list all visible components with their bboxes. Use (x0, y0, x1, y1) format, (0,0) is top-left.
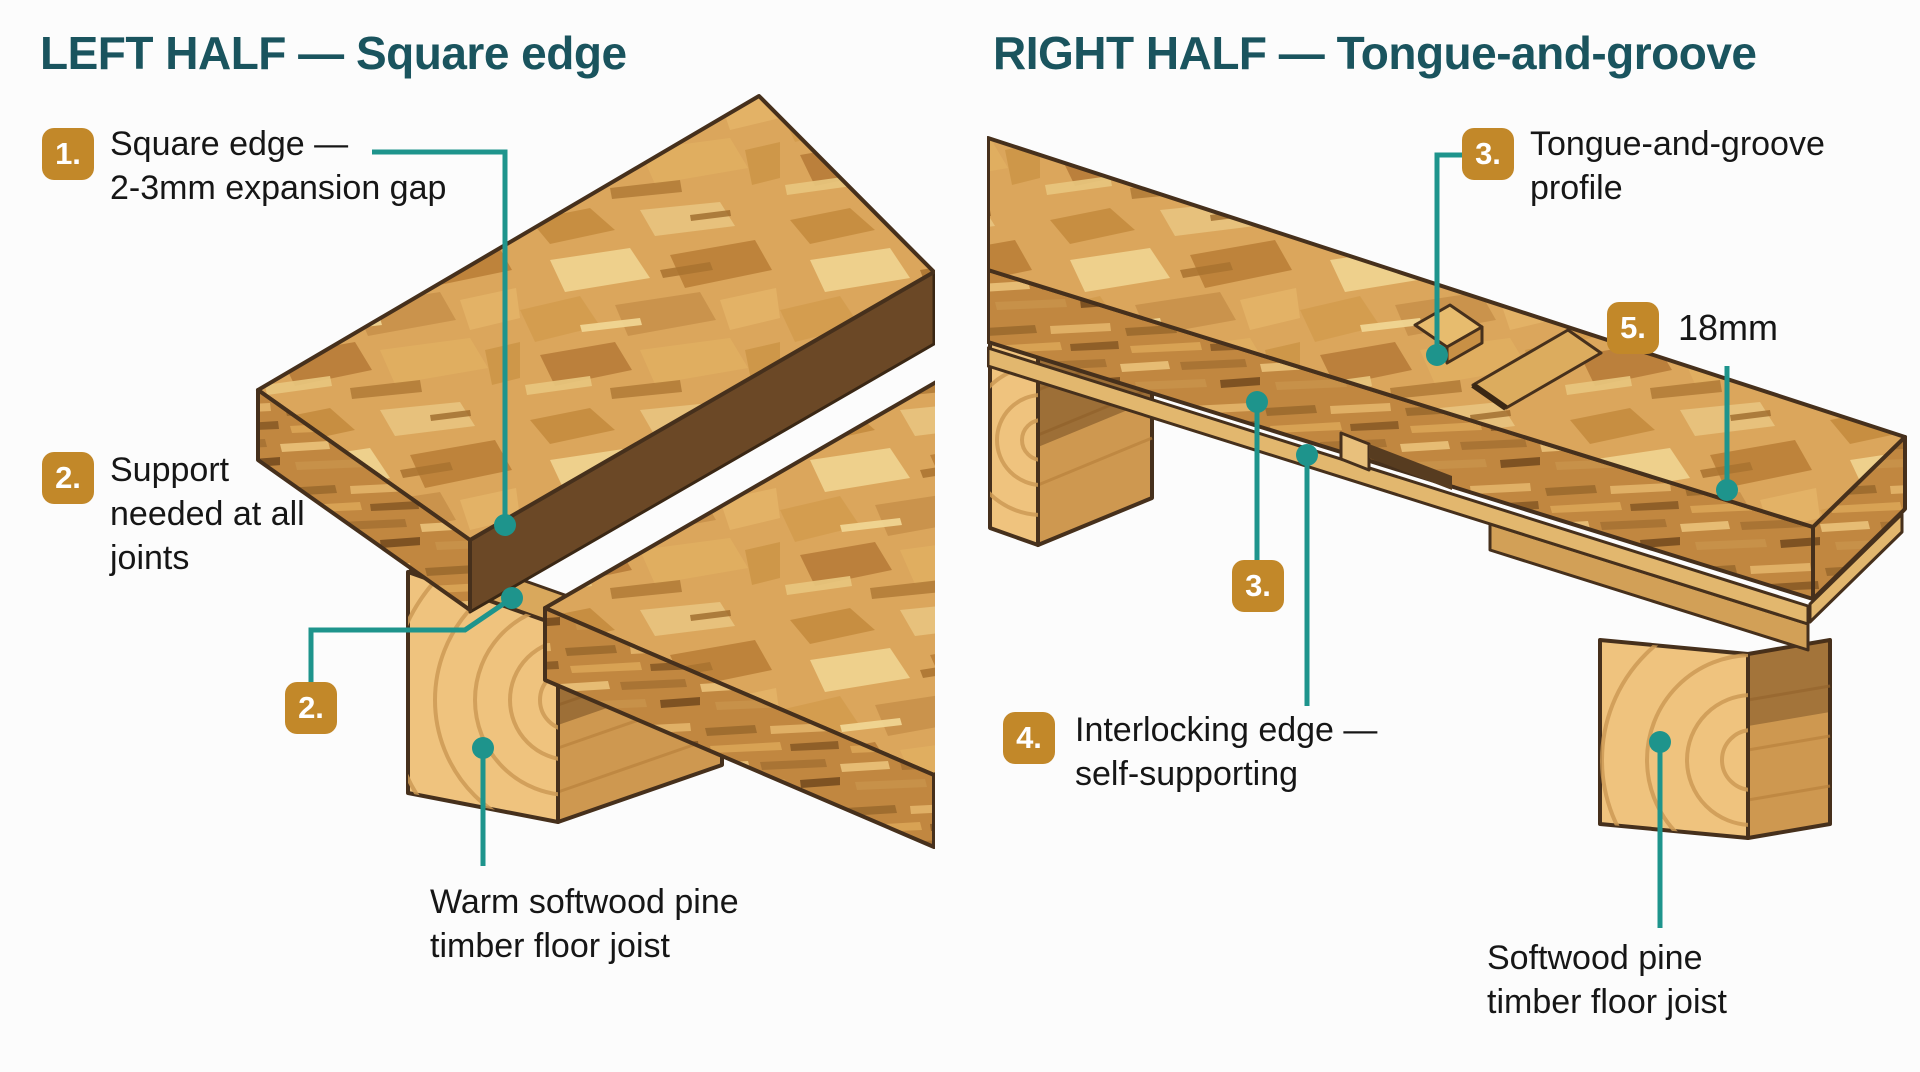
connector-dot-tng-profile (1426, 344, 1448, 366)
connector-dot-groove (1246, 391, 1268, 413)
label-tng-profile-line1: Tongue-and-groove (1530, 125, 1825, 163)
badge-1: 1. (42, 128, 94, 180)
osb-panel-left-a (256, 94, 935, 614)
label-support-line2: needed at all (110, 495, 305, 533)
right-half-illustration (987, 136, 1907, 840)
callout-dots (472, 344, 1738, 759)
connector-line-tng-profile (1434, 152, 1462, 350)
right-half-right-joist (1598, 638, 1832, 840)
label-support: Support needed at all joints (110, 448, 305, 580)
badge-2b: 2. (285, 682, 337, 734)
left-title: LEFT HALF — Square edge (40, 27, 627, 79)
label-interlocking: Interlocking edge — self-supporting (1075, 708, 1377, 796)
connector-dot-interlocking (1296, 444, 1318, 466)
groove-lip-cut (1339, 431, 1371, 472)
panel-a-edge-face (256, 388, 472, 612)
callout-connectors (308, 149, 1730, 928)
label-support-line1: Support (110, 451, 230, 489)
label-left-joist-line1: Warm softwood pine (430, 883, 739, 921)
left-half-illustration (256, 94, 935, 849)
label-left-joist: Warm softwood pine timber floor joist (430, 880, 739, 968)
label-support-line3: joints (110, 539, 190, 577)
badge-5: 5. (1607, 302, 1659, 354)
right-title: RIGHT HALF — Tongue-and-groove (993, 27, 1757, 79)
connector-dot-left-joist (472, 737, 494, 759)
deck-tongue-strip (987, 346, 1810, 626)
badge-2a: 2. (42, 452, 94, 504)
label-interlocking-line2: self-supporting (1075, 755, 1299, 793)
panel-b-edge-face (543, 606, 935, 849)
label-left-joist-line2: timber floor joist (430, 927, 670, 965)
connector-dot-support (501, 587, 523, 609)
groove-slot (1369, 444, 1452, 490)
connector-dot-right-joist (1649, 731, 1671, 753)
label-18mm: 18mm (1678, 307, 1779, 348)
label-right-joist-line2: timber floor joist (1487, 983, 1727, 1021)
label-tng-profile: Tongue-and-groove profile (1530, 122, 1825, 210)
label-square-edge: Square edge — 2-3mm expansion gap (110, 122, 446, 210)
label-tng-profile-line2: profile (1530, 169, 1623, 207)
label-interlocking-line1: Interlocking edge — (1075, 711, 1378, 749)
badge-4: 4. (1003, 712, 1055, 764)
end-grain-rings (408, 572, 558, 822)
badge-3b: 3. (1232, 560, 1284, 612)
label-right-joist: Softwood pine timber floor joist (1487, 936, 1727, 1024)
connector-line-support (308, 595, 514, 682)
label-right-joist-line1: Softwood pine (1487, 939, 1703, 977)
label-square-edge-line1: Square edge — (110, 125, 349, 163)
tongue-groove-deck (987, 136, 1907, 652)
deck-end-tongue (1808, 512, 1904, 624)
badge-3a: 3. (1462, 128, 1514, 180)
connector-dot-square-edge (494, 514, 516, 536)
osb-panel-left-b (543, 380, 935, 849)
connector-line-square-edge (372, 149, 508, 520)
connector-dot-18mm (1716, 479, 1738, 501)
label-square-edge-line2: 2-3mm expansion gap (110, 169, 447, 207)
